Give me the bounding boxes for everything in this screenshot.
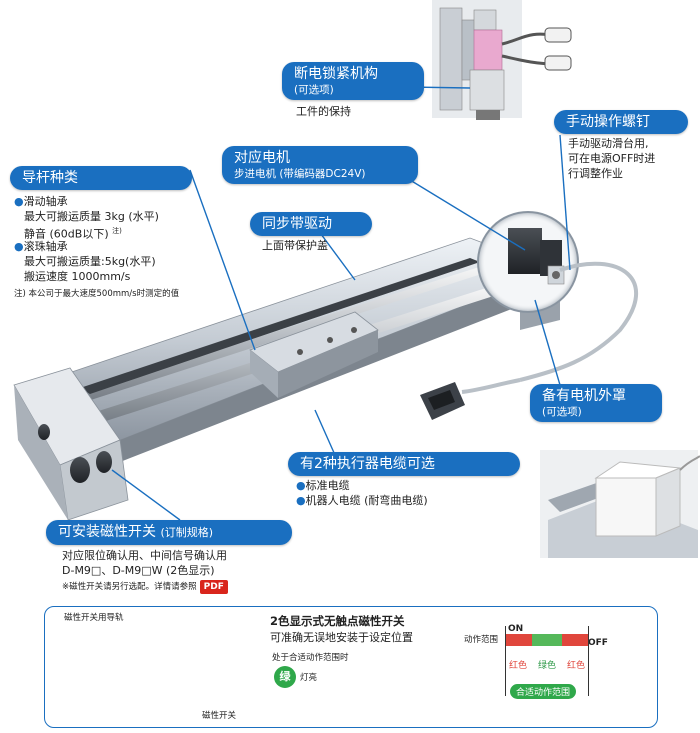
manual-screw-desc-1: 手动驱动滑台用, — [568, 137, 649, 150]
cover-callout: 备有电机外罩 (可选项) — [530, 384, 662, 422]
range-label-red-1: 红色 — [507, 660, 530, 672]
panel-in-range: 处于合适动作范围时 — [272, 653, 349, 663]
switch-callout: 可安装磁性开关 (订制规格) — [46, 520, 292, 545]
range-label-green: 绿色 — [536, 660, 559, 672]
range-title: 动作范围 — [464, 635, 499, 645]
motor-title: 对应电机 — [234, 150, 290, 166]
switch-line1: 对应限位确认用、中间信号确认用 — [62, 549, 227, 562]
brake-unit-image — [432, 0, 572, 120]
cable-item-1: ●标准电缆 — [296, 479, 350, 492]
guide-ball-line2: 搬运速度 1000mm/s — [24, 270, 131, 283]
panel-lamp-on: 灯亮 — [300, 673, 318, 683]
guide-note: 注) 本公司于最大速度500mm/s时测定的值 — [14, 289, 180, 299]
panel-rail-label: 磁性开关用导轨 — [64, 613, 124, 623]
switch-title: 可安装磁性开关 — [58, 524, 156, 540]
guide-ball-title: ●滚珠轴承 — [14, 240, 68, 253]
manual-screw-title: 手动操作螺钉 — [566, 114, 650, 130]
motor-cover-image — [540, 450, 700, 558]
motor-zoom-circle — [477, 211, 579, 313]
belt-desc: 上面带保护盖 — [262, 239, 328, 252]
panel-title: 2色显示式无触点磁性开关 — [270, 614, 405, 628]
range-on: ON — [508, 624, 524, 634]
belt-callout: 同步带驱动 — [250, 212, 372, 236]
cable-title: 有2种执行器电缆可选 — [300, 456, 435, 472]
green-lamp-badge: 绿 — [274, 666, 296, 688]
panel-subtitle: 可准确无误地安装于设定位置 — [270, 631, 413, 644]
motor-sub: 步进电机 (带编码器DC24V) — [234, 168, 366, 180]
range-tick-right — [588, 626, 589, 696]
cable-item-2: ●机器人电缆 (耐弯曲电缆) — [296, 494, 428, 507]
guide-slide-line1: 最大可搬运质量 3kg (水平) — [24, 210, 159, 223]
cable-callout: 有2种执行器电缆可选 — [288, 452, 520, 476]
manual-screw-callout: 手动操作螺钉 — [554, 110, 688, 134]
guide-title: 导杆种类 — [22, 170, 78, 186]
cover-title: 备有电机外罩 — [542, 388, 626, 404]
manual-screw-desc-2: 可在电源OFF时进 — [568, 152, 656, 165]
guide-ball-line1: 最大可搬运质量:5kg(水平) — [24, 255, 156, 268]
manual-screw-desc-3: 行调整作业 — [568, 167, 623, 180]
range-label-red-2: 红色 — [565, 660, 588, 672]
motor-cable — [519, 261, 639, 382]
switch-title-sub: (订制规格) — [160, 526, 214, 539]
belt-title: 同步带驱动 — [262, 216, 332, 232]
guide-slide-line2: 静音 (60dB以下) 注) — [24, 227, 122, 241]
switch-line2: D-M9□、D-M9□W (2色显示) — [62, 564, 215, 577]
brake-sub: (可选项) — [294, 84, 334, 96]
range-tick-left — [505, 626, 506, 696]
pdf-link[interactable]: PDF — [199, 580, 228, 594]
guide-slide-title: ●滑动轴承 — [14, 195, 68, 208]
brake-callout: 断电锁紧机构 (可选项) — [282, 62, 424, 100]
guide-callout: 导杆种类 — [10, 166, 192, 190]
range-bar-red-left — [506, 634, 532, 646]
range-off: OFF — [588, 638, 608, 648]
fit-range-pill: 合适动作范围 — [510, 684, 577, 699]
brake-desc: 工件的保持 — [296, 105, 351, 118]
motor-callout: 对应电机 步进电机 (带编码器DC24V) — [222, 146, 418, 184]
brake-title: 断电锁紧机构 — [294, 66, 378, 82]
range-bar-red-right — [562, 634, 588, 646]
range-bar-green — [532, 634, 562, 646]
panel-switch-label: 磁性开关 — [202, 711, 237, 721]
cover-sub: (可选项) — [542, 406, 582, 418]
